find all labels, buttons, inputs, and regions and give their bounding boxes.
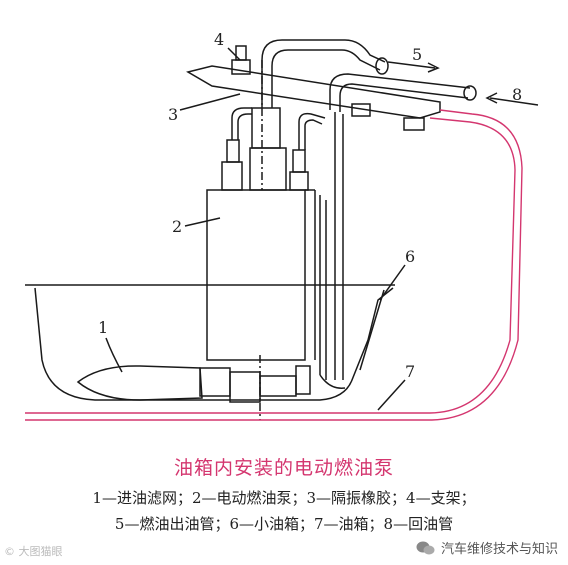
small-tank-outline xyxy=(34,287,394,401)
callout-8: 8 xyxy=(512,85,522,104)
caption-title: 油箱内安装的电动燃油泵 xyxy=(173,457,394,479)
callout-1: 1 xyxy=(98,318,108,337)
callout-6: 6 xyxy=(405,247,415,266)
wechat-icon xyxy=(416,541,435,554)
return-pipe xyxy=(329,73,471,110)
c-icon: © xyxy=(4,545,15,558)
callout-5: 5 xyxy=(412,45,422,64)
callout-3: 3 xyxy=(168,105,178,124)
fuel-pump-diagram: 1 2 3 4 5 6 7 8 xyxy=(25,30,539,421)
inlet-filter xyxy=(76,365,203,401)
legend-line-1: 1—进油滤网；2—电动燃油泵；3—隔振橡胶；4—支架； xyxy=(92,489,476,507)
outlet-pipe xyxy=(261,39,386,108)
pump-body xyxy=(206,189,306,361)
watermark-left-text: 大图猫眼 xyxy=(18,545,63,558)
fuel-tank-outline xyxy=(25,117,516,414)
watermark-right-text: 汽车维修技术与知识 xyxy=(440,542,558,557)
watermark-right: 汽车维修技术与知识 xyxy=(416,538,558,557)
legend-line-2: 5—燃油出油管；6—小油箱；7—油箱；8—回油管 xyxy=(114,515,454,533)
mount-bracket xyxy=(186,65,441,119)
callout-7: 7 xyxy=(405,362,415,381)
isolator-rubber xyxy=(251,107,281,149)
watermark-left: © 大图猫眼 xyxy=(4,543,63,559)
callout-4: 4 xyxy=(214,30,224,49)
callout-2: 2 xyxy=(172,217,182,236)
